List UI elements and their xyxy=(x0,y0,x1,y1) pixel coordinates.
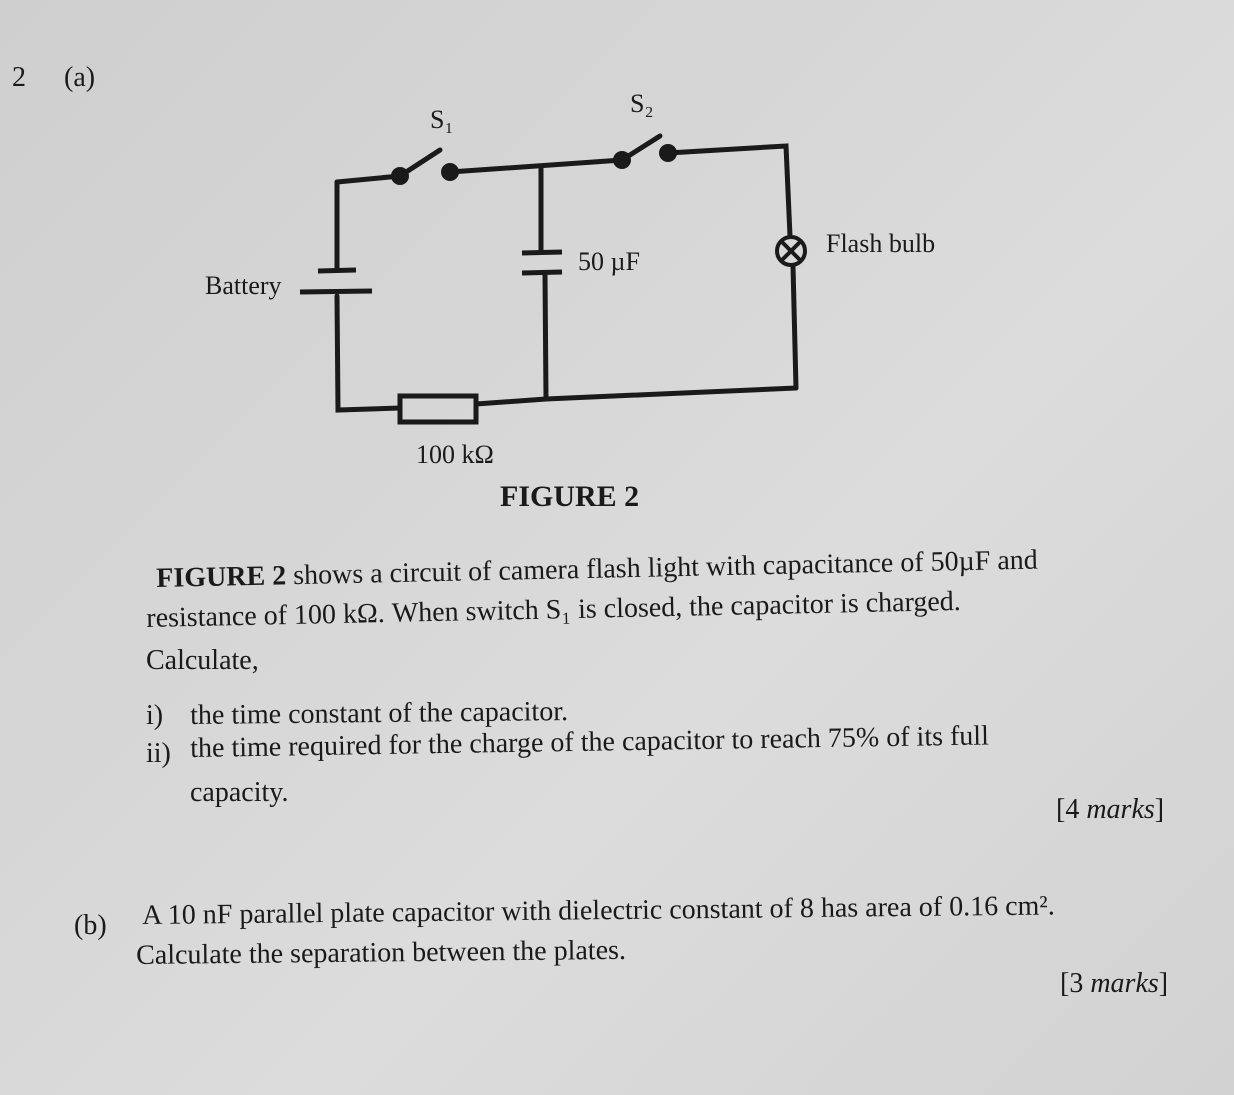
switch-s2-pivot xyxy=(613,151,631,169)
switch-s1-label: S₁ xyxy=(430,105,454,134)
part-b-line-2: Calculate the separation between the pla… xyxy=(136,934,627,971)
part-a-label: (a) xyxy=(64,62,96,93)
part-a-marks-word: marks xyxy=(1086,794,1155,825)
capacitor-label: 50 µF xyxy=(578,247,640,276)
flash-bulb-icon xyxy=(775,235,807,267)
wire-bottom-left xyxy=(334,293,403,413)
wire-right-bottom xyxy=(790,263,799,391)
switch-s1-contact xyxy=(441,163,459,181)
item-2-continuation: capacity. xyxy=(190,777,289,808)
capacitor-symbol xyxy=(521,249,563,276)
part-b-marks: [3 marks] xyxy=(1060,968,1169,999)
question-number: 2 xyxy=(12,62,26,93)
resistor-label: 100 kΩ xyxy=(416,440,494,469)
battery-label: Battery xyxy=(205,271,282,300)
flash-bulb-label: Flash bulb xyxy=(826,229,935,258)
resistor-symbol xyxy=(397,393,479,425)
battery-symbol xyxy=(299,267,373,295)
switch-s2-label: S₂ xyxy=(630,89,654,118)
part-a-line-2: resistance of 100 kΩ. When switch S₁ is … xyxy=(146,585,962,634)
figure-reference: FIGURE 2 xyxy=(156,560,287,594)
item-1-number: i) xyxy=(146,700,164,731)
switch-s2-contact xyxy=(659,144,677,162)
figure-caption: FIGURE 2 xyxy=(500,480,640,513)
part-b-marks-word: marks xyxy=(1090,968,1159,999)
wire-bottom-right xyxy=(543,385,799,402)
wire-top-middle xyxy=(447,157,625,175)
wire-cap-bottom xyxy=(542,271,549,402)
switch-s1-pivot xyxy=(391,167,409,185)
part-b-line-1: A 10 nF parallel plate capacitor with di… xyxy=(142,890,1055,931)
part-b-label: (b) xyxy=(74,910,107,941)
part-a-line-3: Calculate, xyxy=(146,645,259,676)
wire-top-left xyxy=(334,173,403,185)
part-a-marks-number: 4 xyxy=(1065,794,1080,825)
wire-bottom-middle xyxy=(473,396,549,407)
part-b-marks-number: 3 xyxy=(1069,968,1084,999)
part-a-marks: [4 marks] xyxy=(1056,794,1165,825)
item-2-number: ii) xyxy=(146,738,171,769)
wire-top-right xyxy=(665,143,793,239)
item-1-text: the time constant of the capacitor. xyxy=(190,696,569,731)
circuit-diagram: S₁ S₂ Battery 50 µF Flash bulb 100 kΩ xyxy=(205,89,935,469)
part-a-line-1-text: shows a circuit of camera flash light wi… xyxy=(285,544,1039,592)
